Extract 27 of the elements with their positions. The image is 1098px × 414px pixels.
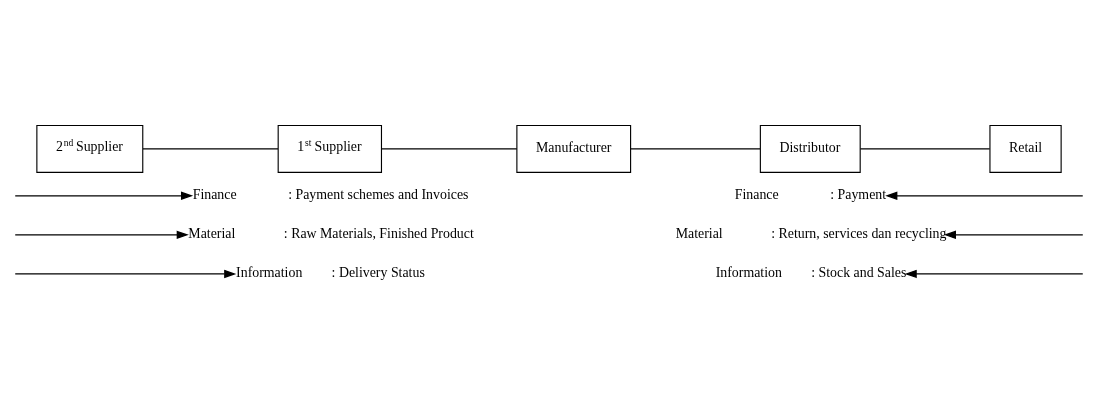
node-label: : Return, services dan recycling xyxy=(771,225,947,241)
node-label: : Payment schemes and Invoices xyxy=(288,186,469,202)
arrow xyxy=(943,230,1084,239)
node-box: 2$^{nd}$ Supplier xyxy=(36,124,144,173)
node-label: : Raw Materials, Finished Product xyxy=(283,225,474,241)
node-box: Distributor xyxy=(759,124,861,173)
arrow xyxy=(14,230,189,239)
connector xyxy=(630,147,761,150)
connector xyxy=(859,147,991,150)
node-label: : Payment xyxy=(830,186,887,202)
node-box: Manufacturer xyxy=(516,124,632,173)
node-text: Finance xyxy=(734,186,779,202)
node-text: Information xyxy=(236,264,303,280)
node-box: 1$^{st}$ Supplier xyxy=(277,124,383,173)
arrow xyxy=(885,191,1084,200)
node-label: : Stock and Sales xyxy=(811,264,907,280)
node-text: Information xyxy=(715,264,782,280)
arrow xyxy=(14,191,194,200)
node-text: Material xyxy=(675,225,723,241)
connector xyxy=(142,147,279,150)
node-label: : Delivery Status xyxy=(331,264,425,280)
node-box: Retail xyxy=(989,124,1062,173)
node-text: Finance xyxy=(192,186,237,202)
arrow xyxy=(904,269,1084,278)
arrow xyxy=(14,269,237,278)
connector xyxy=(381,147,518,150)
node-text: Material xyxy=(188,225,236,241)
